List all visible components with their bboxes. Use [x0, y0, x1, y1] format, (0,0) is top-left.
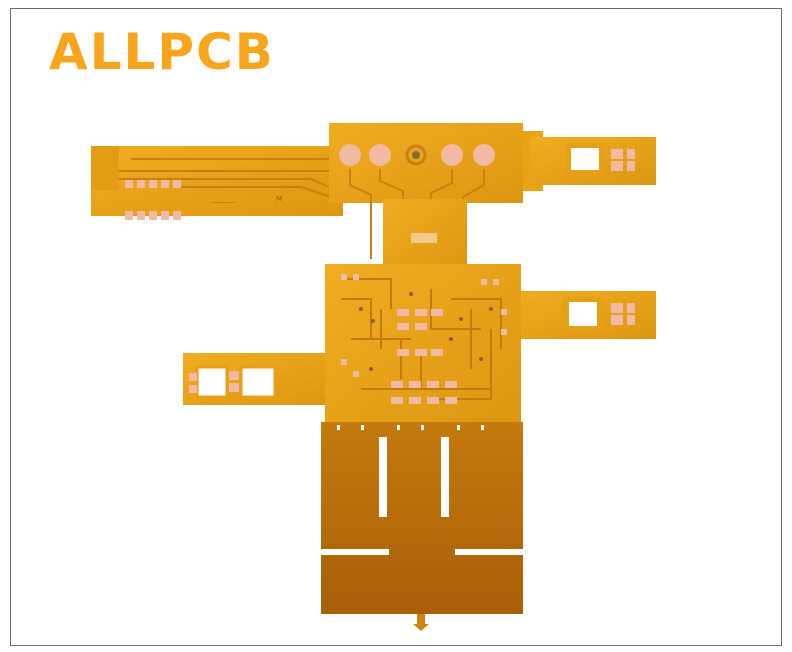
edge-pads-lower: [125, 211, 181, 220]
image-frame: ALLPCB: [10, 8, 782, 646]
svg-text:M: M: [276, 195, 282, 203]
edge-pads-upper: [125, 179, 181, 188]
neck-cutout: [411, 233, 437, 243]
bottom-flex-tail: [321, 422, 523, 631]
middle-right-arm: [511, 291, 656, 339]
top-right-arm: [531, 137, 656, 185]
flex-pcb-photo: ________ M: [91, 123, 656, 631]
allpcb-logo: ALLPCB: [49, 23, 275, 81]
main-circuit-body: [325, 264, 521, 424]
top-left-arm: ________ M: [91, 146, 343, 220]
left-middle-arm: [183, 353, 333, 405]
svg-text:________: ________: [210, 196, 236, 203]
